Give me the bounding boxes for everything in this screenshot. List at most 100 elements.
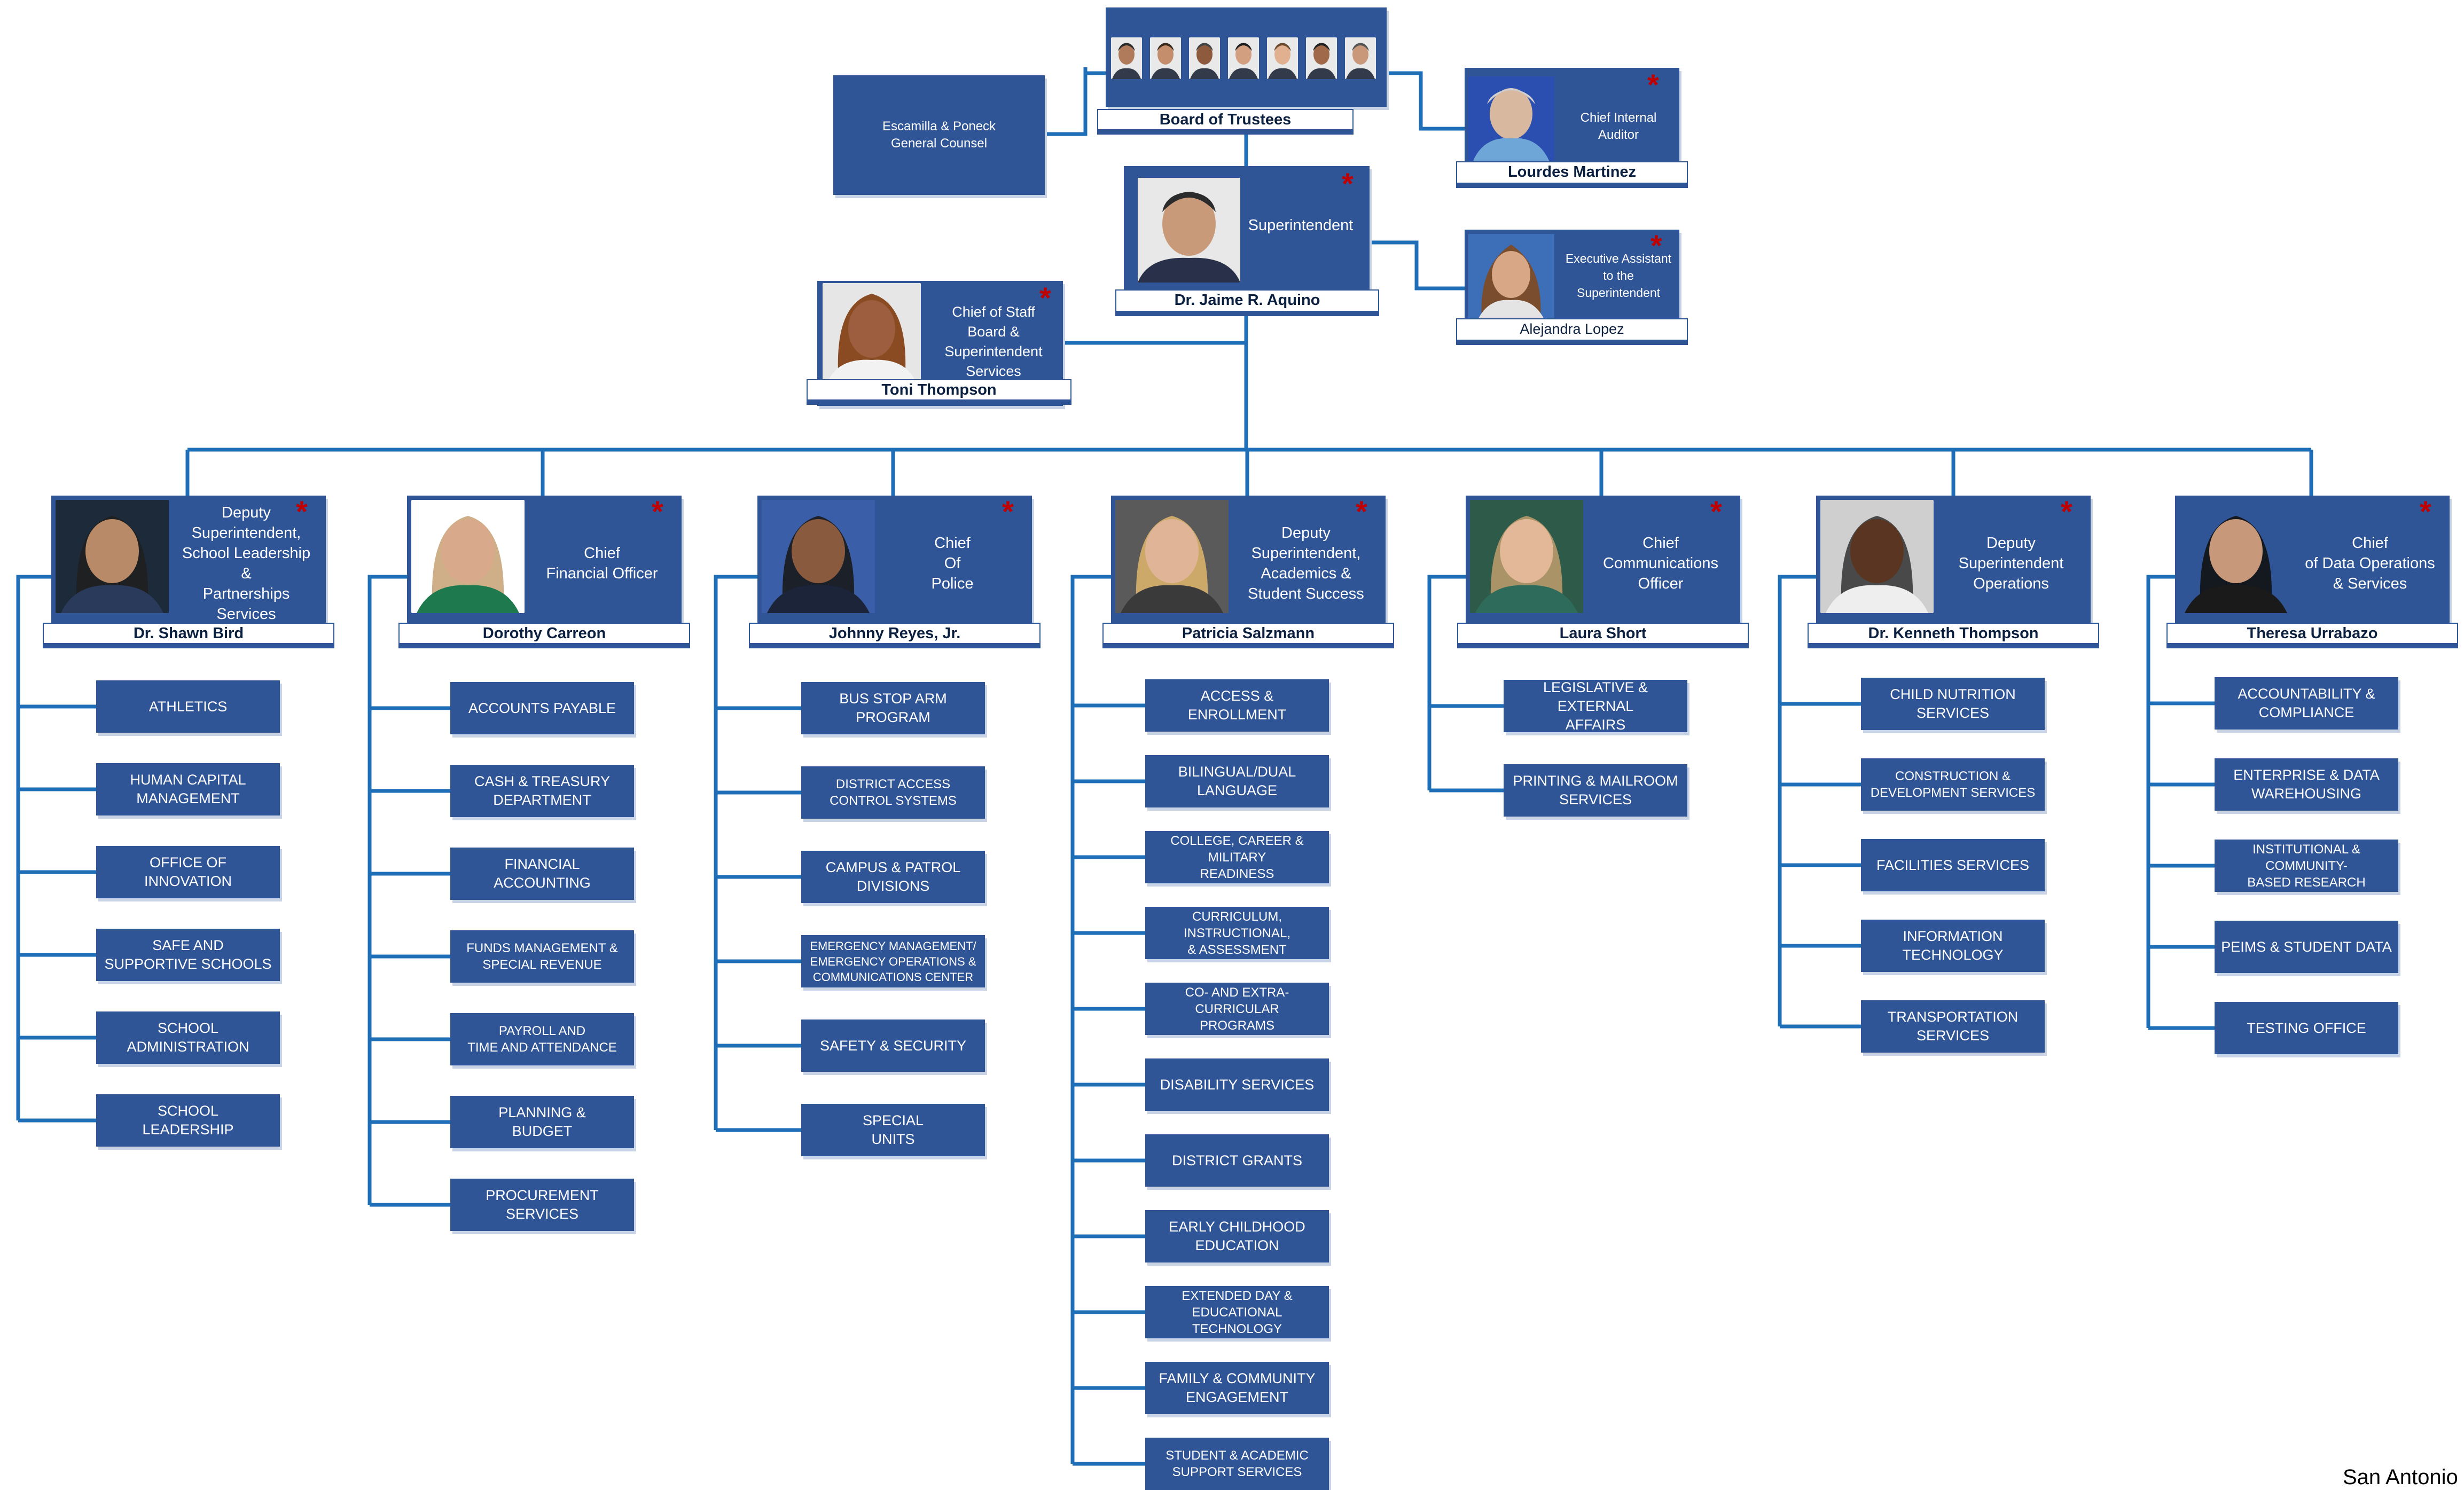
board-counsel-line bbox=[1045, 67, 1088, 136]
superintendent-title: Superintendent bbox=[1248, 217, 1354, 234]
unit-box: LEGISLATIVE & EXTERNAL AFFAIRS bbox=[1504, 679, 1687, 733]
executive-title: Chief Financial Officer bbox=[546, 545, 658, 582]
unit-box: BILINGUAL/DUAL LANGUAGE bbox=[1145, 755, 1329, 807]
unit-box: PROCUREMENT SERVICES bbox=[450, 1179, 634, 1231]
unit-spine-line bbox=[2146, 575, 2178, 1028]
executive-title: Deputy Superintendent, School Leadership… bbox=[182, 504, 311, 623]
board-member-photo bbox=[1189, 37, 1220, 79]
board-member-photo bbox=[1150, 37, 1181, 79]
executive-name: Dorothy Carreon bbox=[398, 623, 690, 644]
auditor-name: Lourdes Martinez bbox=[1456, 161, 1688, 184]
executive-photo bbox=[2179, 500, 2293, 613]
executive-star-icon: * bbox=[296, 495, 308, 528]
chief-of-staff-star-icon: * bbox=[1039, 281, 1051, 315]
unit-box: ACCOUNTABILITY & COMPLIANCE bbox=[2215, 677, 2398, 730]
chief-of-staff-name: Toni Thompson bbox=[807, 379, 1071, 401]
unit-box: CAMPUS & PATROL DIVISIONS bbox=[801, 851, 985, 903]
executive-title: Chief of Data Operations & Services bbox=[2305, 535, 2435, 592]
executive-star-icon: * bbox=[2420, 495, 2431, 528]
exec-assistant-name: Alejandra Lopez bbox=[1456, 318, 1688, 341]
unit-box: FINANCIAL ACCOUNTING bbox=[450, 848, 634, 900]
exec-assistant-photo bbox=[1468, 234, 1554, 318]
board-member-photo bbox=[1267, 37, 1298, 79]
executive-star-icon: * bbox=[652, 495, 663, 528]
executive-photo bbox=[1820, 500, 1934, 613]
board-member-photo bbox=[1228, 37, 1259, 79]
superintendent-assistant-line bbox=[1370, 240, 1465, 291]
unit-box: PLANNING & BUDGET bbox=[450, 1096, 634, 1148]
executive-title: Chief Of Police bbox=[931, 535, 974, 592]
superintendent-photo bbox=[1138, 178, 1240, 283]
unit-box: STUDENT & ACADEMIC SUPPORT SERVICES bbox=[1145, 1438, 1329, 1490]
unit-box: PAYROLL AND TIME AND ATTENDANCE bbox=[450, 1013, 634, 1065]
unit-box: FACILITIES SERVICES bbox=[1861, 839, 2045, 891]
unit-box: INFORMATION TECHNOLOGY bbox=[1861, 920, 2045, 972]
unit-box: ACCESS & ENROLLMENT bbox=[1145, 679, 1329, 732]
auditor-title: Chief Internal Auditor bbox=[1580, 111, 1657, 142]
unit-box: FUNDS MANAGEMENT & SPECIAL REVENUE bbox=[450, 930, 634, 983]
unit-box: SAFETY & SECURITY bbox=[801, 1020, 985, 1072]
unit-spine-line bbox=[1427, 575, 1469, 790]
auditor-photo bbox=[1468, 76, 1554, 161]
unit-box: SAFE AND SUPPORTIVE SCHOOLS bbox=[96, 929, 280, 981]
executive-star-icon: * bbox=[1356, 495, 1367, 528]
executive-title: Chief Communications Officer bbox=[1603, 535, 1718, 592]
superintendent-name: Dr. Jaime R. Aquino bbox=[1115, 289, 1379, 312]
unit-box: SCHOOL ADMINISTRATION bbox=[96, 1011, 280, 1064]
unit-box: SCHOOL LEADERSHIP bbox=[96, 1094, 280, 1147]
executive-title: Deputy Superintendent, Academics & Stude… bbox=[1248, 524, 1364, 602]
unit-box: HUMAN CAPITAL MANAGEMENT bbox=[96, 763, 280, 815]
executive-star-icon: * bbox=[2061, 495, 2072, 528]
general-counsel-box: Escamilla & Poneck General Counsel bbox=[833, 75, 1045, 195]
executive-photo bbox=[1115, 500, 1229, 613]
unit-box: INSTITUTIONAL & COMMUNITY- BASED RESEARC… bbox=[2215, 840, 2398, 892]
unit-box: BUS STOP ARM PROGRAM bbox=[801, 682, 985, 734]
unit-box: PRINTING & MAILROOM SERVICES bbox=[1504, 764, 1687, 817]
executive-photo bbox=[411, 500, 525, 613]
unit-box: TESTING OFFICE bbox=[2215, 1002, 2398, 1054]
board-member-photo bbox=[1306, 37, 1337, 79]
board-member-photo bbox=[1111, 37, 1142, 79]
unit-box: TRANSPORTATION SERVICES bbox=[1861, 1000, 2045, 1053]
board-name: Board of Trustees bbox=[1097, 109, 1354, 130]
executive-photo bbox=[762, 500, 875, 613]
unit-box: ATHLETICS bbox=[96, 680, 280, 733]
board-member-photo bbox=[1345, 37, 1376, 79]
unit-spine-line bbox=[1070, 575, 1114, 1464]
unit-box: DISTRICT GRANTS bbox=[1145, 1134, 1329, 1187]
unit-box: DISTRICT ACCESS CONTROL SYSTEMS bbox=[801, 766, 985, 819]
unit-box: OFFICE OF INNOVATION bbox=[96, 846, 280, 898]
unit-box: COLLEGE, CAREER & MILITARY READINESS bbox=[1145, 831, 1329, 883]
unit-spine-line bbox=[714, 575, 761, 1130]
executive-photo bbox=[56, 500, 169, 613]
executive-name: Johnny Reyes, Jr. bbox=[749, 623, 1041, 644]
unit-spine-line bbox=[1778, 575, 1819, 1026]
unit-box: CO- AND EXTRA-CURRICULAR PROGRAMS bbox=[1145, 983, 1329, 1035]
exec-assistant-star-icon: * bbox=[1651, 229, 1662, 262]
executive-name: Dr. Kenneth Thompson bbox=[1808, 623, 2099, 644]
unit-box: CHILD NUTRITION SERVICES bbox=[1861, 678, 2045, 730]
executive-name: Patricia Salzmann bbox=[1102, 623, 1394, 644]
executive-star-icon: * bbox=[1002, 495, 1014, 528]
exec-assistant-title: Executive Assistant to the Superintenden… bbox=[1565, 252, 1672, 300]
unit-spine-line bbox=[367, 575, 410, 1205]
auditor-star-icon: * bbox=[1647, 68, 1659, 101]
unit-box: CURRICULUM, INSTRUCTIONAL, & ASSESSMENT bbox=[1145, 907, 1329, 959]
board-auditor-line bbox=[1387, 71, 1465, 131]
chief-of-staff-photo bbox=[823, 283, 921, 381]
executive-name: Laura Short bbox=[1457, 623, 1749, 644]
unit-box: CONSTRUCTION & DEVELOPMENT SERVICES bbox=[1861, 758, 2045, 811]
unit-box: FAMILY & COMMUNITY ENGAGEMENT bbox=[1145, 1362, 1329, 1414]
unit-box: EMERGENCY MANAGEMENT/ EMERGENCY OPERATIO… bbox=[801, 935, 985, 987]
executive-photo bbox=[1470, 500, 1583, 613]
unit-box: DISABILITY SERVICES bbox=[1145, 1058, 1329, 1111]
executive-star-icon: * bbox=[1710, 495, 1722, 528]
chief-of-staff-title: Chief of Staff Board & Superintendent Se… bbox=[944, 304, 1043, 379]
executive-title: Deputy Superintendent Operations bbox=[1958, 535, 2064, 592]
unit-box: ACCOUNTS PAYABLE bbox=[450, 682, 634, 734]
unit-box: PEIMS & STUDENT DATA bbox=[2215, 921, 2398, 973]
unit-box: EARLY CHILDHOOD EDUCATION bbox=[1145, 1210, 1329, 1262]
unit-box: SPECIAL UNITS bbox=[801, 1104, 985, 1156]
executive-name: Theresa Urrabazo bbox=[2166, 623, 2458, 644]
